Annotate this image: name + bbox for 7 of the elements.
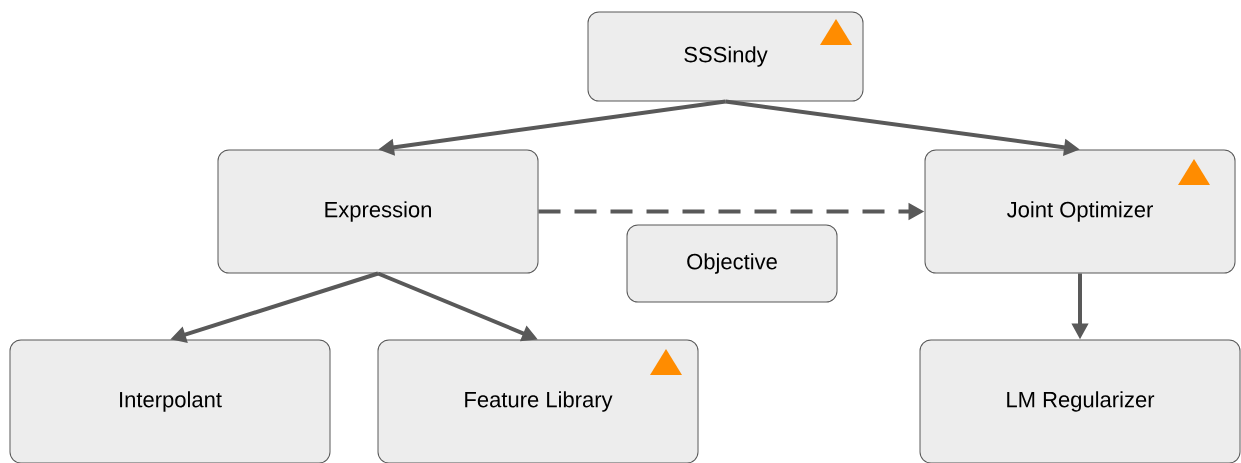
process-box: Joint Optimizer [924,149,1236,274]
process-box: Feature Library [377,339,699,463]
process-box: LM Regularizer [919,339,1241,463]
process-box: Expression [217,149,539,274]
process-box: Objective [626,224,838,303]
process-box: SSSindy [587,11,864,102]
process-box: Interpolant [9,339,331,463]
